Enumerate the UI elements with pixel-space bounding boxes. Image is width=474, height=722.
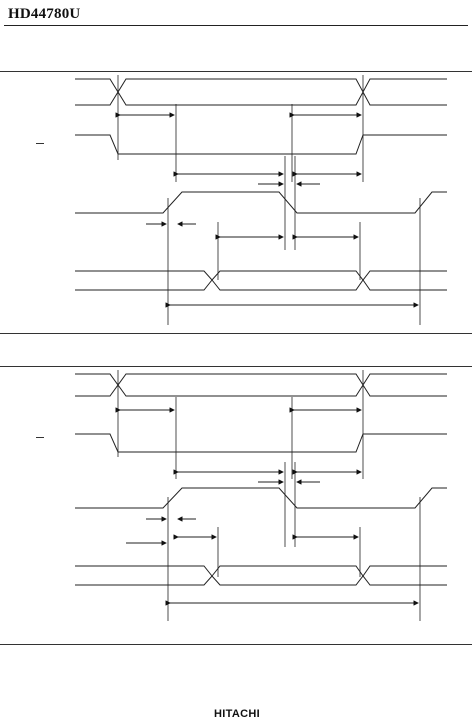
waveform-bus-1 [75,373,447,397]
reference-lines [117,370,421,621]
timing-diagram-frame-2 [0,366,472,645]
waveform-bus-4 [75,565,447,586]
waveform-bus-1 [75,78,447,106]
timing-diagram-2 [75,370,447,621]
waveform-signal-3 [75,191,447,214]
timing-arrows [115,112,419,308]
waveform-signal-2 [75,433,447,453]
document-header-title: HD44780U [8,6,81,22]
waveform-signal-2 [75,134,447,155]
overbar-mark [36,437,44,438]
timing-diagram-1 [75,75,447,325]
timing-arrows [115,407,419,606]
reference-lines [117,75,421,325]
overbar-mark [36,143,44,144]
timing-diagram-frame-1 [0,71,472,334]
waveform-bus-4 [75,270,447,291]
waveform-signal-3 [75,487,447,509]
footer-brand-logo: HITACHI [214,708,260,720]
header-rule [4,25,468,26]
